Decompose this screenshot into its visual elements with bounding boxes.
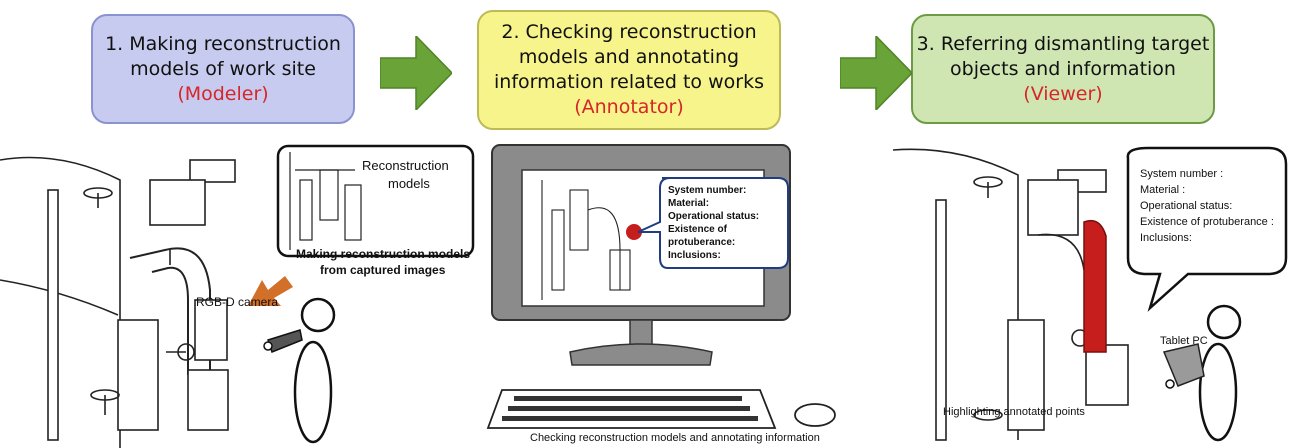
capture-arrow-icon <box>248 276 293 306</box>
mouse-icon <box>794 403 836 427</box>
tablet-icon <box>1162 343 1205 387</box>
center-field-2: Operational status: <box>668 211 759 222</box>
flow-arrow-2-icon <box>840 36 912 110</box>
making-label-1: Making reconstruction models <box>296 247 470 261</box>
center-caption: Checking reconstruction models and annot… <box>530 432 820 444</box>
right-field-0: System number : <box>1140 168 1223 180</box>
step-3-line-2: objects and information <box>950 57 1176 80</box>
center-field-5: Inclusions: <box>668 250 721 261</box>
step-1-line-1: 1. Making reconstruction <box>105 32 341 55</box>
step-2-line-3: information related to works <box>494 71 764 93</box>
center-field-3: Existence of <box>668 224 728 235</box>
monitor-stand <box>569 343 713 366</box>
step-1-box: 1. Making reconstruction models of work … <box>91 14 355 124</box>
step-1-role: (Modeler) <box>177 82 269 105</box>
step-2-line-1: 2. Checking reconstruction <box>501 21 757 43</box>
info-bubble <box>1126 146 1288 312</box>
recon-label-1: Reconstruction <box>362 158 449 173</box>
step-3-line-1: 3. Referring dismantling target <box>916 32 1210 55</box>
step-1-line-2: models of work site <box>130 57 316 80</box>
center-field-1: Material: <box>668 198 709 209</box>
step-3-role: (Viewer) <box>1023 82 1103 105</box>
modeler-body <box>293 340 333 444</box>
viewer-scene: System number : Material : Operational s… <box>892 146 1288 442</box>
viewer-head <box>1206 304 1242 340</box>
viewer-body <box>1198 342 1238 442</box>
center-field-0: System number: <box>668 185 746 196</box>
annotated-point-icon <box>626 224 642 240</box>
right-field-1: Material : <box>1140 184 1185 196</box>
step-2-line-2: models and annotating <box>518 46 740 68</box>
right-field-3: Existence of protuberance : <box>1140 216 1274 228</box>
flow-arrow-1-icon <box>380 36 452 110</box>
highlighted-pipe <box>1083 219 1107 353</box>
right-caption: Highlighting annotated points <box>943 406 1085 418</box>
worksite-scene: Reconstruction models Making reconstruct… <box>0 144 475 448</box>
step-3-box: 3. Referring dismantling target objects … <box>911 14 1215 124</box>
tablet-label: Tablet PC <box>1160 335 1208 347</box>
center-field-4: protuberance: <box>668 237 735 248</box>
annotator-workstation: System number: Material: Operational sta… <box>486 144 836 429</box>
step-2-box: 2. Checking reconstruction models and an… <box>477 10 781 130</box>
annotation-bubble <box>637 177 789 269</box>
recon-label-2: models <box>388 176 430 191</box>
right-field-2: Operational status: <box>1140 200 1232 212</box>
making-label-2: from captured images <box>320 263 446 277</box>
step-2-role: (Annotator) <box>574 96 684 118</box>
reconstruction-model-box <box>276 144 475 258</box>
right-field-4: Inclusions: <box>1140 232 1192 244</box>
tank-outline <box>0 156 121 448</box>
modeler-head <box>300 297 336 333</box>
camera-label: RGB-D camera <box>196 295 278 309</box>
camera-icon <box>267 329 303 353</box>
